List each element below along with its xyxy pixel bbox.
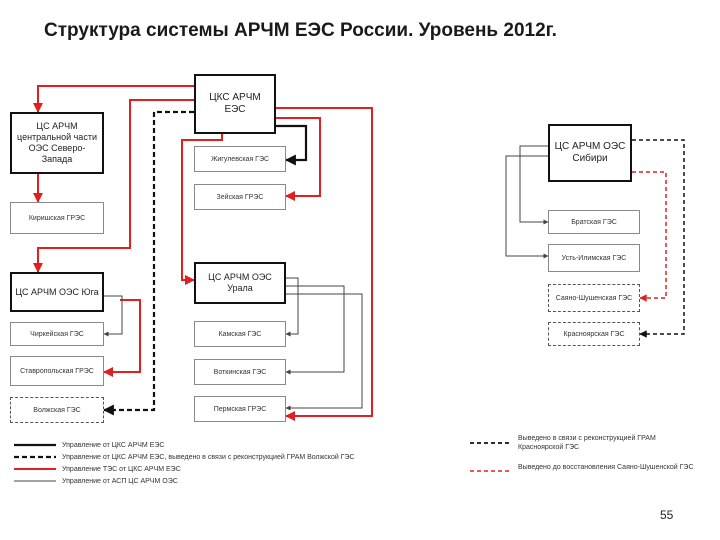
node-krasnoyarsk: Красноярская ГЭС [548, 322, 640, 346]
link-ural-to-kama [285, 277, 299, 337]
page-number: 55 [660, 508, 674, 522]
node-zhiguli: Жигулевская ГЭС [194, 146, 286, 172]
node-volzhskaya: Волжская ГЭС [10, 397, 104, 423]
link-south-to-chirkey [103, 295, 123, 337]
node-kama-label: Камская ГЭС [218, 330, 262, 338]
node-cs-northwest: ЦС АРЧМ центральной части ОЭС Северо-Зап… [10, 112, 104, 174]
node-krasnoyarsk-label: Красноярская ГЭС [563, 330, 625, 338]
legend-black-dashed-right: Выведено в связи с реконструкцией ГРАМ К… [518, 435, 656, 451]
node-cs-siberia: ЦС АРЧМ ОЭС Сибири [548, 124, 632, 182]
node-cs-ural: ЦС АРЧМ ОЭС Урала [194, 262, 286, 304]
node-cs-siberia-label: ЦС АРЧМ ОЭС Сибири [554, 141, 626, 164]
legend-red-solid: Управление ТЭС от ЦКС АРЧМ ЕЭС [62, 466, 181, 473]
node-zeya-label: Зейская ГРЭС [216, 193, 264, 201]
link-cks-to-ural [181, 134, 223, 285]
link-cks-to-zeya [276, 117, 321, 201]
node-votkinsk: Воткинская ГЭС [194, 359, 286, 385]
link-siberia-to-krasnoyarsk [632, 139, 685, 338]
node-zhiguli-label: Жигулевская ГЭС [210, 155, 270, 163]
node-kama: Камская ГЭС [194, 321, 286, 347]
node-kirishi-label: Киришская ГРЭС [28, 214, 86, 222]
node-bratsk: Братская ГЭС [548, 210, 640, 234]
node-kirishi: Киришская ГРЭС [10, 202, 104, 234]
node-bratsk-label: Братская ГЭС [571, 218, 617, 226]
node-stavropol: Ставропольская ГРЭС [10, 356, 104, 386]
node-votkinsk-label: Воткинская ГЭС [213, 368, 267, 376]
link-cks-to-south [33, 99, 194, 273]
legend-black-solid: Управление от ЦКС АРЧМ ЕЭС [62, 442, 165, 449]
link-cks-to-zhiguli [276, 124, 308, 166]
link-cks-to-volzhskaya [102, 110, 194, 416]
link-siberia-to-ustilim [505, 155, 549, 259]
node-perm: Пермская ГРЭС [194, 396, 286, 422]
link-cks-to-nw [33, 85, 194, 113]
page-title: Структура системы АРЧМ ЕЭС России. Урове… [44, 20, 557, 41]
node-cs-ural-label: ЦС АРЧМ ОЭС Урала [208, 272, 272, 293]
node-zeya: Зейская ГРЭС [194, 184, 286, 210]
link-ural-to-votkinsk [285, 285, 345, 375]
link-ural-to-perm [285, 293, 363, 411]
link-south-to-stavropol [103, 299, 141, 377]
node-sayano: Саяно-Шушенская ГЭС [548, 284, 640, 312]
node-cs-northwest-label: ЦС АРЧМ центральной части ОЭС Северо-Зап… [17, 121, 97, 164]
legend-black-dashed-left: Управление от ЦКС АРЧМ ЕЭС, выведено в с… [62, 454, 355, 461]
node-ust-ilim-label: Усть-Илимская ГЭС [561, 254, 627, 262]
link-siberia-to-sayano [632, 171, 667, 302]
link-cks-to-perm [276, 107, 373, 421]
node-cks-ees-label: ЦКС АРЧМ ЕЭС [209, 92, 261, 115]
node-sayano-label: Саяно-Шушенская ГЭС [555, 294, 633, 302]
node-cs-south-label: ЦС АРЧМ ОЭС Юга [15, 286, 99, 297]
link-siberia-to-bratsk [519, 145, 549, 225]
node-chirkey: Чиркейская ГЭС [10, 322, 104, 346]
node-cs-south: ЦС АРЧМ ОЭС Юга [10, 272, 104, 312]
legend-red-dashed: Выведено до восстановления Саяно-Шушенск… [518, 464, 694, 471]
node-ust-ilim: Усть-Илимская ГЭС [548, 244, 640, 272]
node-chirkey-label: Чиркейская ГЭС [30, 330, 84, 338]
node-cks-ees: ЦКС АРЧМ ЕЭС [194, 74, 276, 134]
legend-thin-solid: Управление от АСП ЦС АРЧМ ОЭС [62, 478, 178, 485]
node-stavropol-label: Ставропольская ГРЭС [20, 367, 94, 375]
node-volzhskaya-label: Волжская ГЭС [33, 406, 81, 414]
node-perm-label: Пермская ГРЭС [213, 405, 267, 413]
